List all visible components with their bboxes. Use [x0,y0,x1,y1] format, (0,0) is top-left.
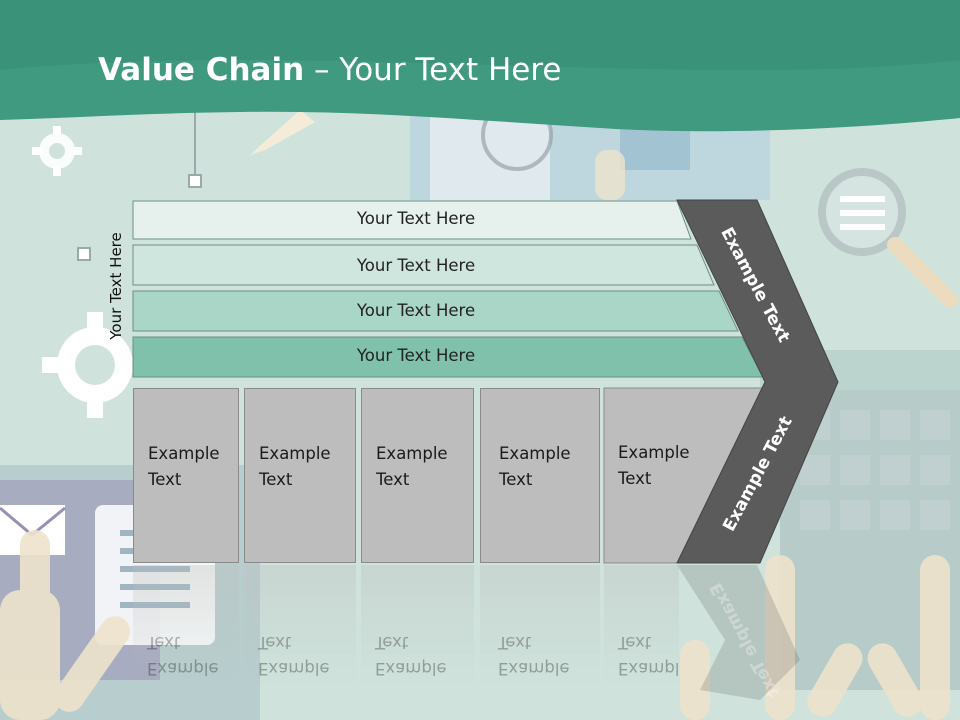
support-bar-label-4: Your Text Here [356,346,476,365]
page-title: Value Chain – Your Text Here [98,52,561,88]
support-bar-3 [132,290,739,332]
support-bar-1 [132,200,692,240]
support-bar-2 [132,244,715,286]
margin-chevron [676,199,839,564]
support-bar-label-1: Your Text Here [356,209,476,228]
support-bar-label-3: Your Text Here [356,301,476,320]
title-rest: – Your Text Here [304,52,562,88]
margin-chevron-reflection [677,565,800,700]
support-bar-label-2: Your Text Here [356,256,476,275]
title-bold: Value Chain [98,52,305,88]
